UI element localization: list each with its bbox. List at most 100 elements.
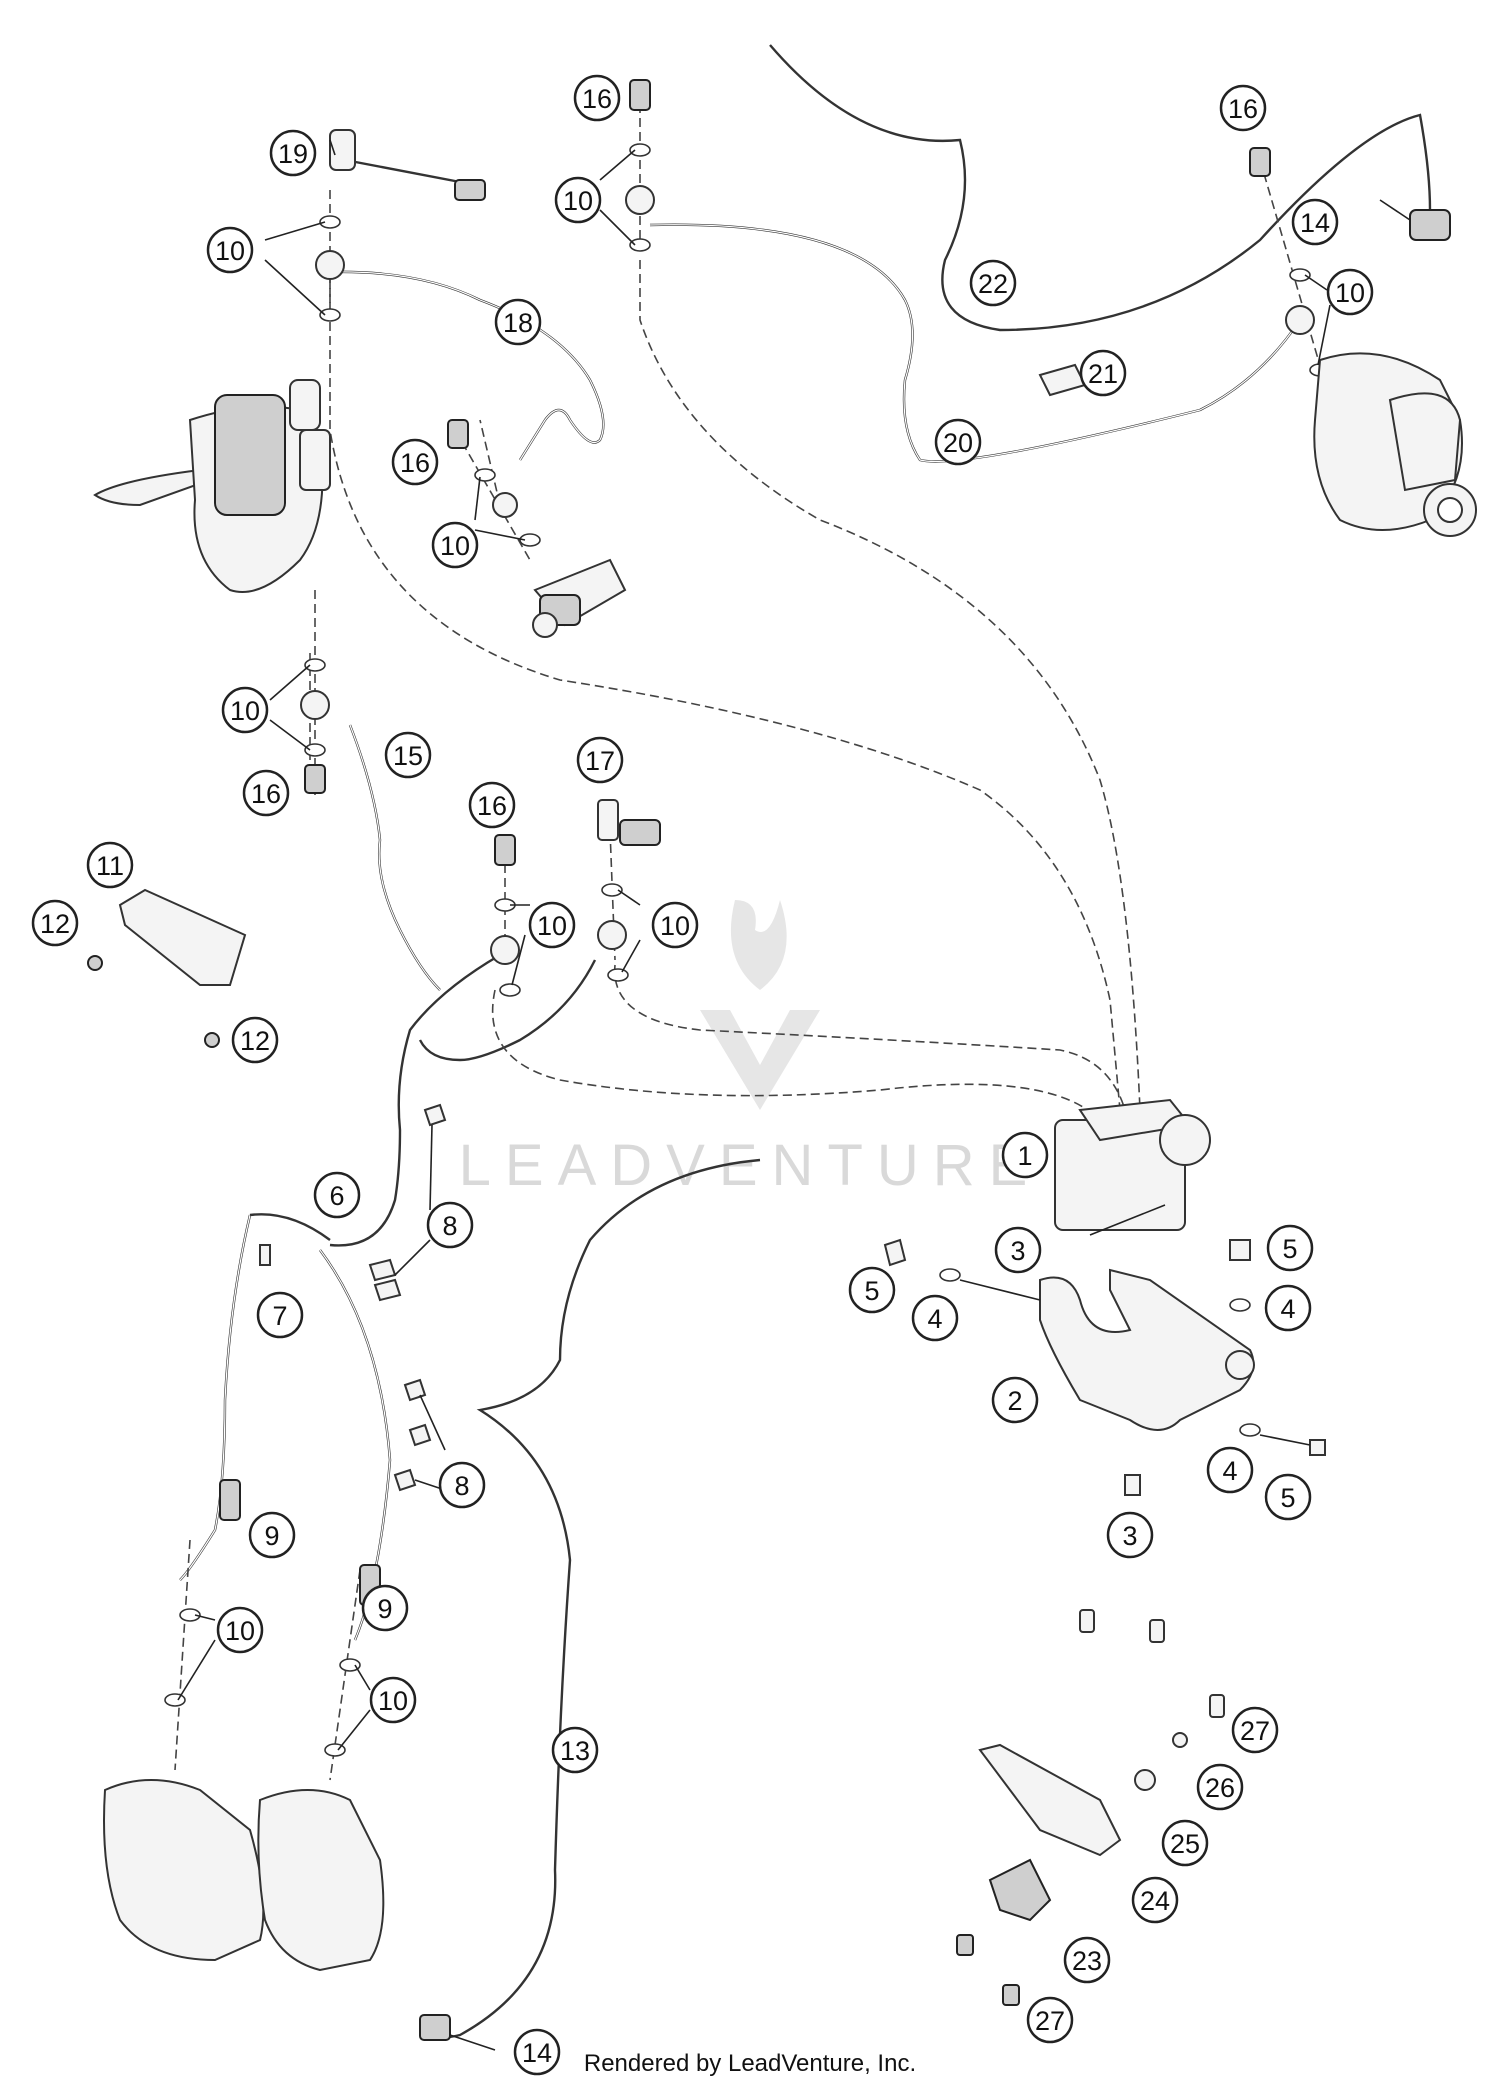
- callout-10: 10: [216, 1606, 264, 1654]
- svg-text:3: 3: [1010, 1236, 1025, 1266]
- svg-text:9: 9: [377, 1594, 392, 1624]
- callout-10: 10: [221, 686, 269, 734]
- callout-14: 14: [1291, 198, 1339, 246]
- svg-text:10: 10: [1335, 278, 1365, 308]
- callout-14: 14: [513, 2028, 561, 2076]
- svg-text:21: 21: [1088, 359, 1118, 389]
- svg-text:4: 4: [927, 1304, 942, 1334]
- callout-4: 4: [1264, 1284, 1312, 1332]
- callout-5: 5: [1266, 1224, 1314, 1272]
- svg-text:12: 12: [240, 1026, 270, 1056]
- rear-caliper: [1313, 352, 1477, 537]
- callout-8: 8: [426, 1201, 474, 1249]
- svg-text:26: 26: [1205, 1773, 1235, 1803]
- svg-text:6: 6: [329, 1181, 344, 1211]
- svg-text:12: 12: [40, 909, 70, 939]
- svg-text:23: 23: [1072, 1946, 1102, 1976]
- svg-text:5: 5: [1280, 1483, 1295, 1513]
- callout-7: 7: [256, 1291, 304, 1339]
- svg-text:18: 18: [503, 308, 533, 338]
- callout-25: 25: [1161, 1819, 1209, 1867]
- svg-text:17: 17: [585, 746, 615, 776]
- svg-text:24: 24: [1140, 1886, 1170, 1916]
- watermark-text: LEADVENTURE: [459, 1133, 1042, 1198]
- callout-10: 10: [431, 521, 479, 569]
- callout-16: 16: [1219, 84, 1267, 132]
- callout-12: 12: [31, 899, 79, 947]
- footer-credit: Rendered by LeadVenture, Inc.: [583, 2050, 917, 2077]
- svg-text:27: 27: [1035, 2006, 1065, 2036]
- callout-27: 27: [1231, 1706, 1279, 1754]
- svg-text:16: 16: [477, 791, 507, 821]
- callout-20: 20: [934, 418, 982, 466]
- svg-text:10: 10: [378, 1686, 408, 1716]
- svg-text:10: 10: [230, 696, 260, 726]
- callout-5: 5: [848, 1266, 896, 1314]
- svg-text:20: 20: [943, 428, 973, 458]
- bracket-hardware: [883, 1238, 1326, 1496]
- callout-10: 10: [554, 176, 602, 224]
- front-calipers: [103, 1779, 385, 1972]
- washer-stacks: [164, 90, 1331, 1781]
- callout-18: 18: [494, 298, 542, 346]
- rear-wheel-speed-sensor: [1379, 199, 1451, 241]
- callout-3: 3: [994, 1226, 1042, 1274]
- callout-24: 24: [1131, 1876, 1179, 1924]
- svg-text:25: 25: [1170, 1829, 1200, 1859]
- svg-text:10: 10: [440, 531, 470, 561]
- svg-text:16: 16: [1228, 94, 1258, 124]
- svg-text:4: 4: [1222, 1456, 1237, 1486]
- callout-22: 22: [969, 259, 1017, 307]
- abs-bracket: [1039, 1268, 1255, 1431]
- svg-text:3: 3: [1122, 1521, 1137, 1551]
- svg-text:1: 1: [1017, 1141, 1032, 1171]
- svg-text:27: 27: [1240, 1716, 1270, 1746]
- svg-text:8: 8: [454, 1471, 469, 1501]
- callout-19: 19: [269, 129, 317, 177]
- front-master-cylinder: [93, 379, 331, 593]
- brake-light-switch-19: [329, 129, 486, 201]
- svg-text:10: 10: [215, 236, 245, 266]
- svg-text:4: 4: [1280, 1294, 1295, 1324]
- callout-17: 17: [576, 736, 624, 784]
- callout-9: 9: [248, 1511, 296, 1559]
- callout-3: 3: [1106, 1511, 1154, 1559]
- callout-10: 10: [369, 1676, 417, 1724]
- callout-10: 10: [528, 901, 576, 949]
- svg-text:2: 2: [1007, 1386, 1022, 1416]
- svg-text:10: 10: [563, 186, 593, 216]
- callout-26: 26: [1196, 1763, 1244, 1811]
- svg-text:7: 7: [272, 1301, 287, 1331]
- front-sensor-bracket: [956, 1609, 1225, 2006]
- callout-13: 13: [551, 1726, 599, 1774]
- pressure-switch-17: [597, 799, 661, 846]
- svg-text:22: 22: [978, 269, 1008, 299]
- callout-15: 15: [384, 731, 432, 779]
- callout-8: 8: [438, 1461, 486, 1509]
- callout-23: 23: [1063, 1936, 1111, 1984]
- svg-text:13: 13: [560, 1736, 590, 1766]
- svg-text:16: 16: [400, 448, 430, 478]
- banjo-bolts: [304, 79, 1271, 866]
- banjo-fittings: [300, 185, 1315, 965]
- svg-text:19: 19: [278, 139, 308, 169]
- svg-text:8: 8: [442, 1211, 457, 1241]
- svg-text:14: 14: [522, 2038, 552, 2068]
- callout-12: 12: [231, 1016, 279, 1064]
- svg-text:5: 5: [864, 1276, 879, 1306]
- callout-16: 16: [573, 74, 621, 122]
- callout-9: 9: [361, 1584, 409, 1632]
- callout-5: 5: [1264, 1473, 1312, 1521]
- svg-text:11: 11: [96, 851, 124, 881]
- svg-text:16: 16: [582, 84, 612, 114]
- dashed-connection-lines: [309, 260, 1141, 1121]
- svg-text:10: 10: [537, 911, 567, 941]
- hose-guard-11: [87, 888, 247, 1048]
- callout-10: 10: [651, 901, 699, 949]
- callout-16: 16: [391, 438, 439, 486]
- rear-master-cylinder: [532, 558, 627, 638]
- callout-2: 2: [991, 1376, 1039, 1424]
- svg-text:14: 14: [1300, 208, 1330, 238]
- callout-27: 27: [1026, 1996, 1074, 2044]
